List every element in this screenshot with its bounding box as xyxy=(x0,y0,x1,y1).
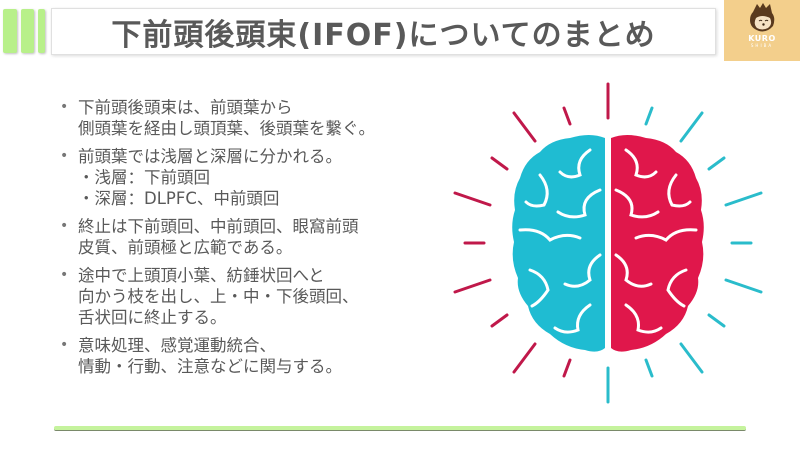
header-accent-bars xyxy=(3,9,45,53)
ray-lines-right xyxy=(606,106,763,404)
bullet-text: 側頭葉を経由し頭頂葉、後頭葉を繋ぐ。 xyxy=(78,119,375,138)
bullet-item: 終止は下前頭回、中前頭回、眼窩前頭 皮質、前頭極と広範である。 xyxy=(56,216,456,258)
bullet-subitem: ・深層：DLPFC、中前頭回 xyxy=(78,189,280,208)
bullet-text: 舌状回に終止する。 xyxy=(78,308,227,327)
bullet-list: 下前頭後頭束は、前頭葉から 側頭葉を経由し頭頂葉、後頭葉を繋ぐ。 前頭葉では浅層… xyxy=(56,97,456,384)
bullet-text: 終止は下前頭回、中前頭回、眼窩前頭 xyxy=(78,217,359,236)
brain-left-hemisphere xyxy=(512,135,605,352)
logo-text: KURO xyxy=(748,34,776,43)
bullet-text: 途中で上頭頂小葉、紡錘状回へと xyxy=(78,266,325,285)
accent-bar xyxy=(21,9,34,53)
bullet-item: 前頭葉では浅層と深層に分かれる。 ・浅層：下前頭回 ・深層：DLPFC、中前頭回 xyxy=(56,146,456,209)
title-box: 下前頭後頭束(IFOF)についてのまとめ xyxy=(51,8,716,55)
accent-bar xyxy=(3,9,17,53)
bullet-subitem: ・浅層：下前頭回 xyxy=(78,168,210,187)
brain-sulci xyxy=(518,148,698,334)
ray-lines-left xyxy=(453,82,610,378)
bullet-text: 皮質、前頭極と広範である。 xyxy=(78,238,293,257)
bullet-item: 意味処理、感覚運動統合、 情動・行動、注意などに関与する。 xyxy=(56,335,456,377)
bullet-text: 向かう枝を出し、上・中・下後頭回、 xyxy=(78,287,359,306)
bullet-item: 下前頭後頭束は、前頭葉から 側頭葉を経由し頭頂葉、後頭葉を繋ぐ。 xyxy=(56,97,456,139)
shiba-dog-icon xyxy=(750,3,775,32)
logo: KURO SHIBA xyxy=(724,0,800,61)
bullet-text: 意味処理、感覚運動統合、 xyxy=(78,336,276,355)
bullet-text: 情動・行動、注意などに関与する。 xyxy=(78,357,342,376)
footer-divider xyxy=(54,426,746,431)
bullet-item: 途中で上頭頂小葉、紡錘状回へと 向かう枝を出し、上・中・下後頭回、 舌状回に終止… xyxy=(56,265,456,328)
brain-right-hemisphere xyxy=(611,135,704,352)
accent-bar xyxy=(38,9,45,53)
page-title: 下前頭後頭束(IFOF)についてのまとめ xyxy=(111,17,656,53)
bullet-text: 下前頭後頭束は、前頭葉から xyxy=(78,98,293,117)
bullet-text: 前頭葉では浅層と深層に分かれる。 xyxy=(78,147,342,166)
brain-icon xyxy=(453,82,763,404)
logo-subtext: SHIBA xyxy=(750,43,774,48)
